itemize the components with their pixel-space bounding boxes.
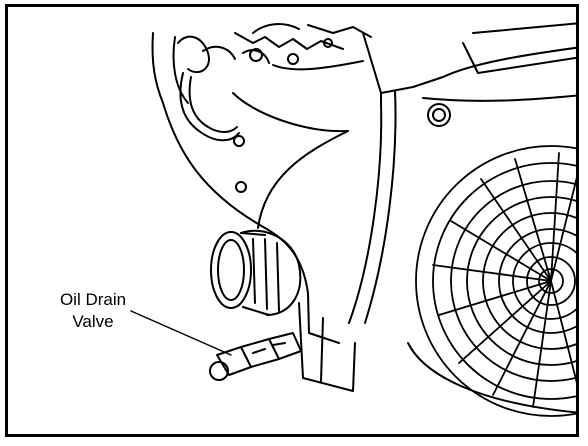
wire-harness bbox=[179, 72, 247, 193]
engine-housing bbox=[162, 22, 576, 414]
figure-frame: Oil Drain Valve bbox=[5, 4, 579, 437]
oil-drain-valve-label: Oil Drain Valve bbox=[48, 289, 138, 333]
flywheel-screen bbox=[415, 145, 576, 417]
drain-bracket bbox=[298, 302, 356, 392]
oil-drain-valve-drawing bbox=[209, 332, 302, 381]
callout-leader-line bbox=[130, 310, 232, 356]
engine-illustration bbox=[130, 22, 576, 417]
callout-line-2: Valve bbox=[72, 312, 114, 331]
top-components bbox=[151, 23, 372, 104]
oil-fill-cap bbox=[210, 229, 302, 316]
callout-line-1: Oil Drain bbox=[59, 290, 127, 309]
